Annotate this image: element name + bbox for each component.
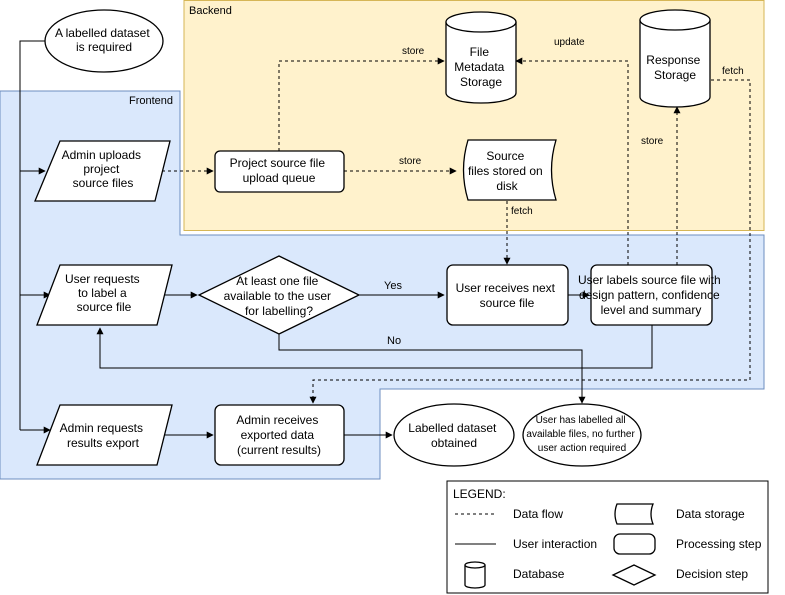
legend-processing-step-icon xyxy=(613,533,656,555)
decision-node xyxy=(197,255,361,335)
admin-upload-node xyxy=(34,140,171,202)
legend-processing-step-label: Processing step xyxy=(676,537,762,551)
receive-next-node xyxy=(446,264,569,326)
user-request-text: User requests to label a source file xyxy=(65,272,143,314)
all-labelled-text: User has labelled all available files, n… xyxy=(526,415,637,454)
response-storage-node xyxy=(639,9,711,108)
label-store-disk: store xyxy=(399,156,422,167)
legend: LEGEND: Data flow User interaction Datab… xyxy=(446,480,769,594)
file-metadata-storage-node xyxy=(445,11,517,104)
source-files-disk-node xyxy=(462,139,557,201)
label-fetch-response: fetch xyxy=(722,66,744,77)
file-metadata-text: File Metadata Storage xyxy=(454,45,507,89)
legend-data-storage-label: Data storage xyxy=(676,507,745,521)
legend-user-interaction-label: User interaction xyxy=(513,537,597,551)
legend-data-storage-icon xyxy=(614,503,654,525)
decision-text: At least one file available to the user … xyxy=(224,274,335,318)
legend-database-icon xyxy=(464,561,486,589)
admin-receives-node xyxy=(214,404,345,466)
dataset-obtained-text: Labelled dataset obtained xyxy=(408,421,499,450)
start-node-text: A labelled dataset is required xyxy=(55,26,153,54)
user-labels-text: User labels source file with design patt… xyxy=(578,273,724,317)
backend-label: Backend xyxy=(189,5,232,17)
frontend-label: Frontend xyxy=(129,95,173,107)
user-request-node xyxy=(36,264,173,326)
start-node xyxy=(44,9,164,73)
label-store-response: store xyxy=(641,136,664,147)
admin-export-node xyxy=(36,404,173,466)
response-storage-text: Response Storage xyxy=(646,53,703,82)
label-no: No xyxy=(387,335,401,347)
label-store-metadata: store xyxy=(402,46,425,57)
admin-export-text: Admin requests results export xyxy=(60,421,147,450)
edge-labels-loop xyxy=(96,325,653,369)
label-yes: Yes xyxy=(384,280,402,292)
legend-title: LEGEND: xyxy=(453,487,506,501)
upload-queue-text: Project source file upload queue xyxy=(230,156,329,185)
legend-data-flow-label: Data flow xyxy=(513,507,563,521)
edge-queue-metadata xyxy=(278,57,445,151)
user-labels-node xyxy=(590,264,713,326)
edge-labels-metadata-update xyxy=(515,57,629,265)
legend-database-label: Database xyxy=(513,567,565,581)
receive-next-text: User receives next source file xyxy=(456,281,559,310)
legend-decision-step-icon xyxy=(611,564,657,586)
admin-receives-text: Admin receives exported data (current re… xyxy=(236,413,321,457)
label-fetch-disk: fetch xyxy=(511,206,533,217)
frontend-region xyxy=(0,90,765,480)
edge-decision-no xyxy=(278,334,586,404)
all-labelled-node xyxy=(522,403,642,467)
source-files-disk-text: Source files stored on disk xyxy=(468,149,546,193)
edge-start-trunk xyxy=(19,40,45,430)
upload-queue-node xyxy=(214,150,345,193)
admin-upload-text: Admin uploads project source files xyxy=(62,148,145,190)
dataset-obtained-node xyxy=(393,403,515,467)
legend-decision-step-label: Decision step xyxy=(676,567,748,581)
edge-response-export-fetch xyxy=(309,79,751,404)
label-update: update xyxy=(554,37,585,48)
